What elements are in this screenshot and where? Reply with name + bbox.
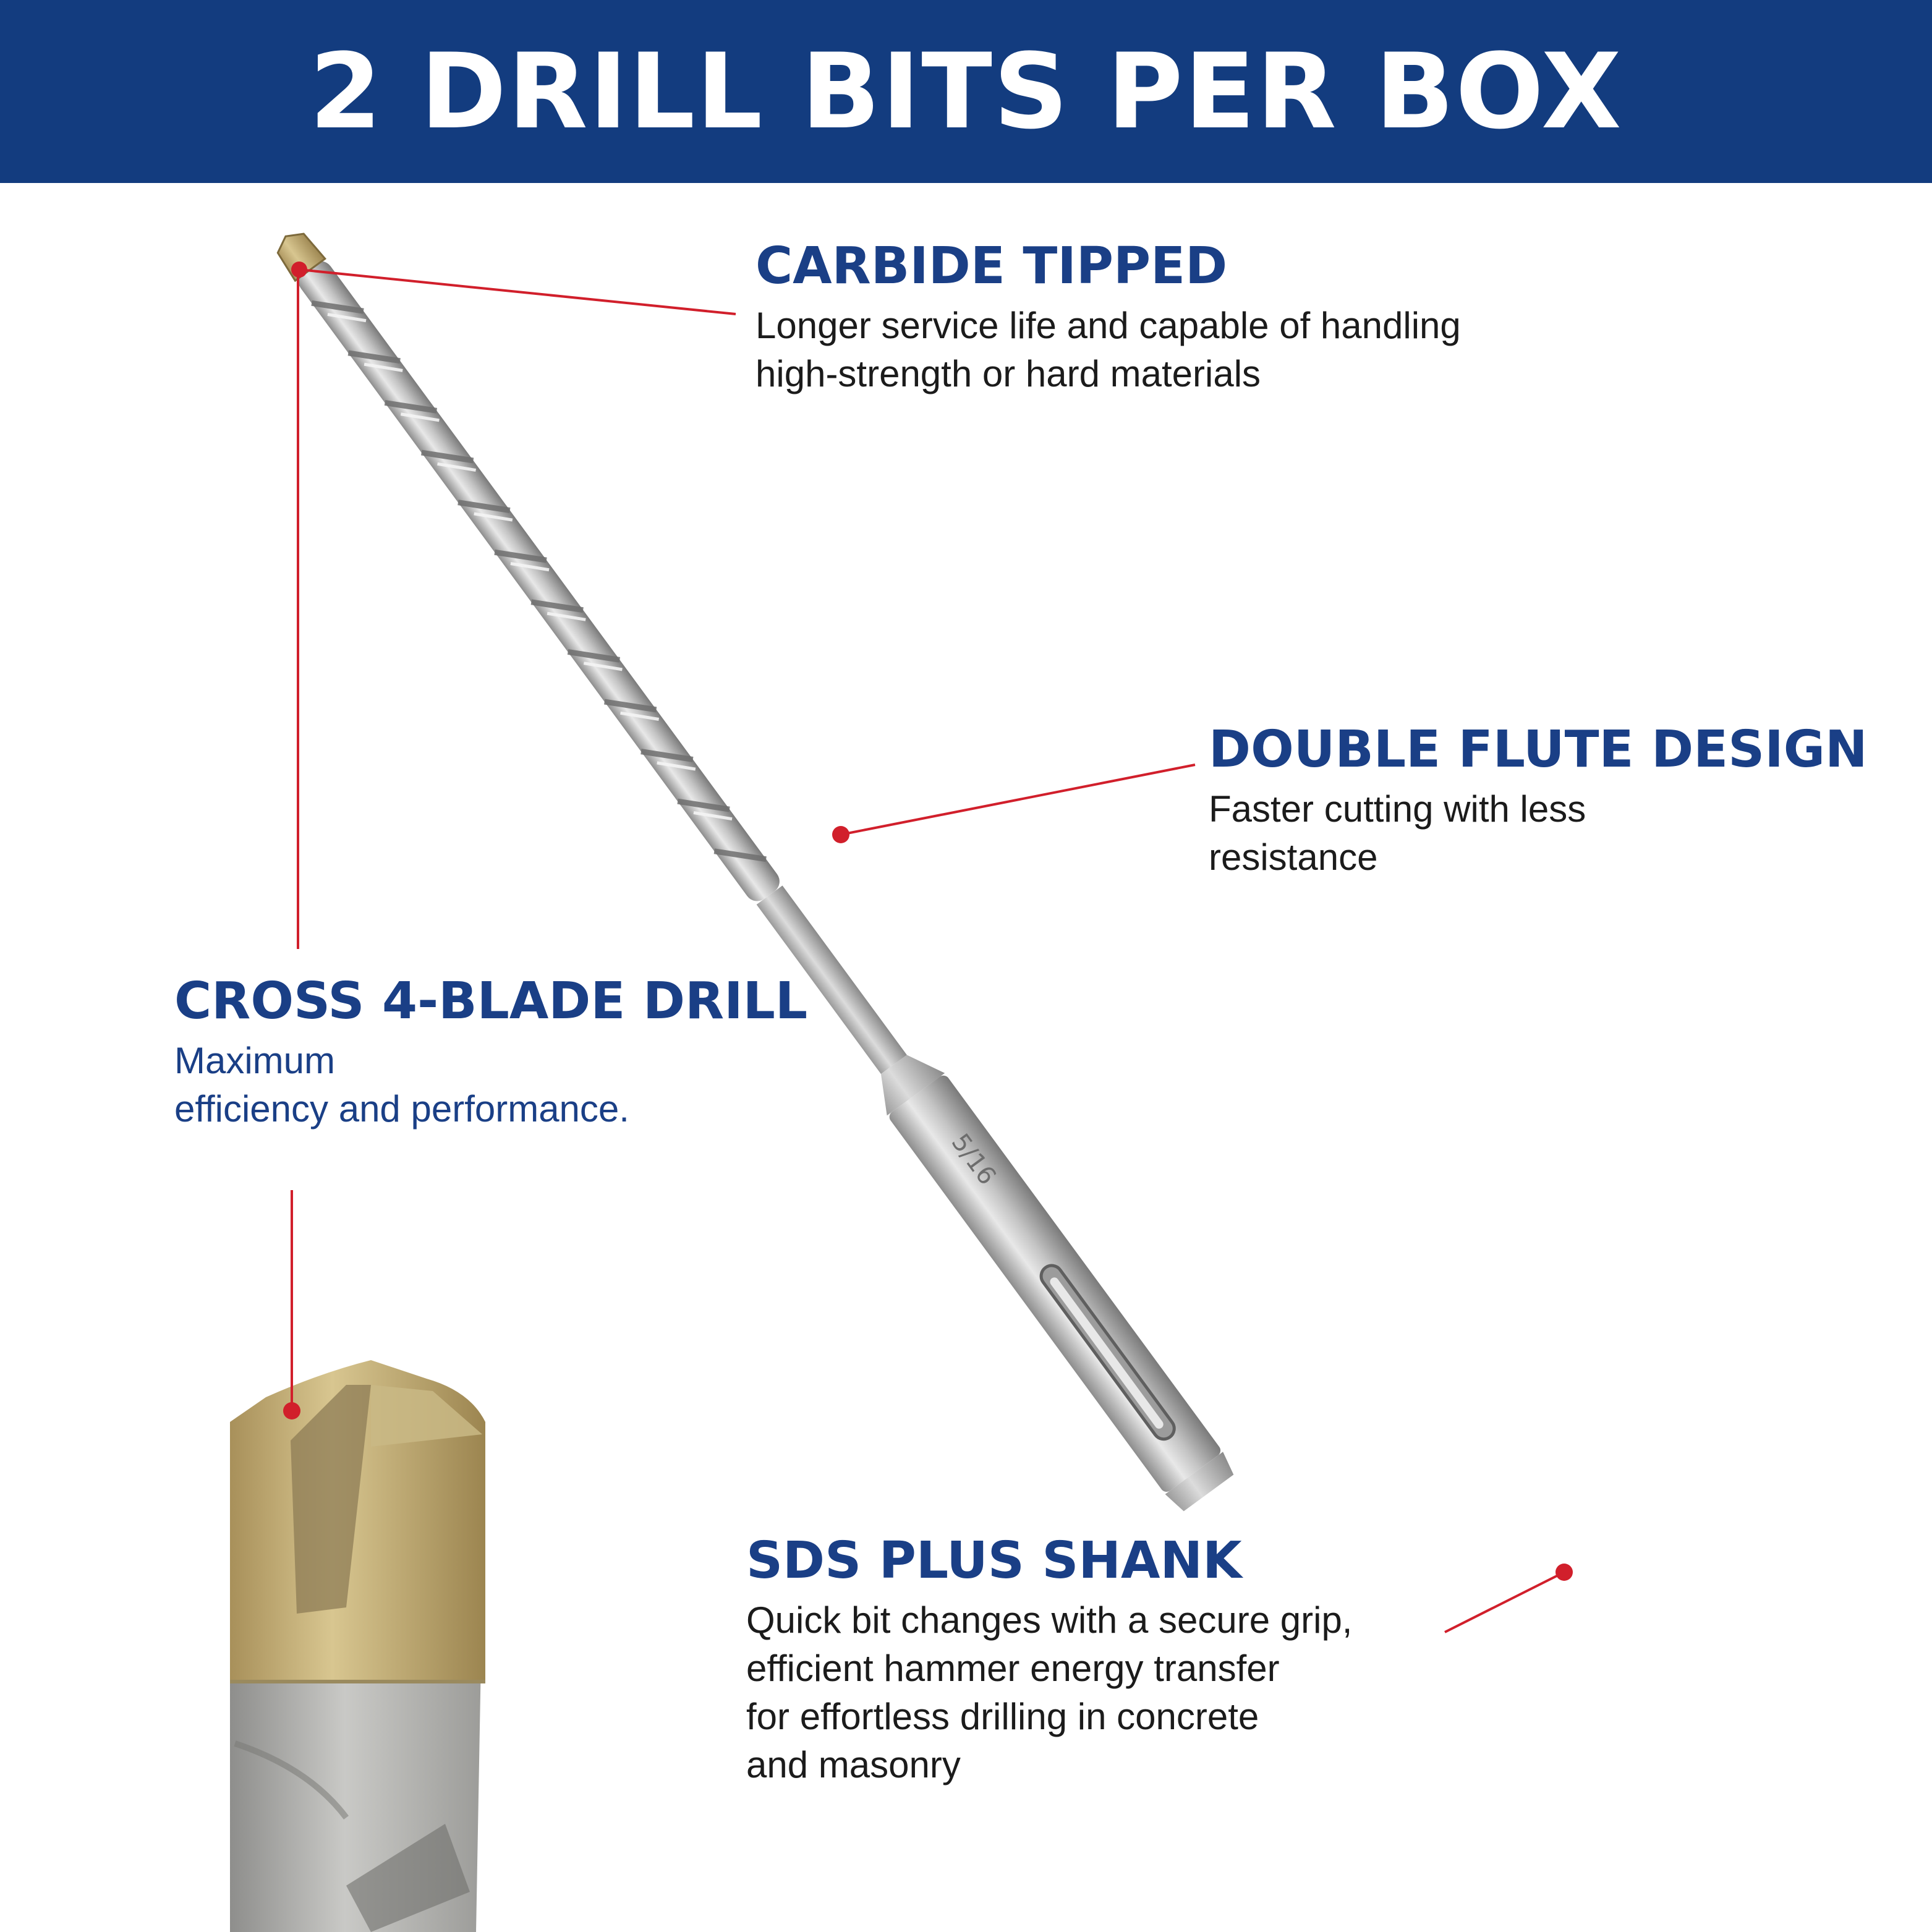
feature-carbide-tipped: CARBIDE TIPPED Longer service life and c… — [755, 237, 1806, 398]
callout-lines — [291, 268, 1565, 1633]
carbide-callout-line — [299, 268, 736, 315]
callout-dots — [283, 262, 1573, 1581]
carbide-callout-dot — [291, 262, 307, 278]
page-title: 2 DRILL BITS PER BOX — [309, 31, 1623, 152]
feature-description: Maximum efficiency and performance. — [174, 1040, 629, 1130]
drill-bit-photo: 5/16 — [276, 232, 1234, 1512]
carbide-tip-closeup-photo — [230, 1360, 485, 1932]
sds-callout-dot — [1555, 1564, 1573, 1581]
feature-double-flute: DOUBLE FLUTE DESIGN Faster cutting with … — [1209, 720, 1901, 882]
feature-description: Faster cutting with less resistance — [1209, 788, 1586, 879]
feature-title: CROSS 4-BLADE DRILL — [174, 972, 808, 1031]
sds-callout-line — [1444, 1571, 1565, 1633]
feature-cross-4-blade: CROSS 4-BLADE DRILL Maximum efficiency a… — [174, 972, 867, 1133]
feature-description: Quick bit changes with a secure grip, ef… — [746, 1599, 1353, 1786]
feature-title: DOUBLE FLUTE DESIGN — [1209, 720, 1868, 779]
flute-callout-line — [840, 764, 1196, 836]
flute-callout-dot — [832, 826, 849, 843]
feature-description: Longer service life and capable of handl… — [755, 305, 1461, 395]
feature-title: CARBIDE TIPPED — [755, 237, 1228, 296]
feature-sds-plus-shank: SDS PLUS SHANK Quick bit changes with a … — [746, 1533, 1476, 1789]
title-banner: 2 DRILL BITS PER BOX — [0, 0, 1932, 183]
feature-title: SDS PLUS SHANK — [746, 1531, 1242, 1590]
cross-callout-dot — [283, 1402, 300, 1419]
